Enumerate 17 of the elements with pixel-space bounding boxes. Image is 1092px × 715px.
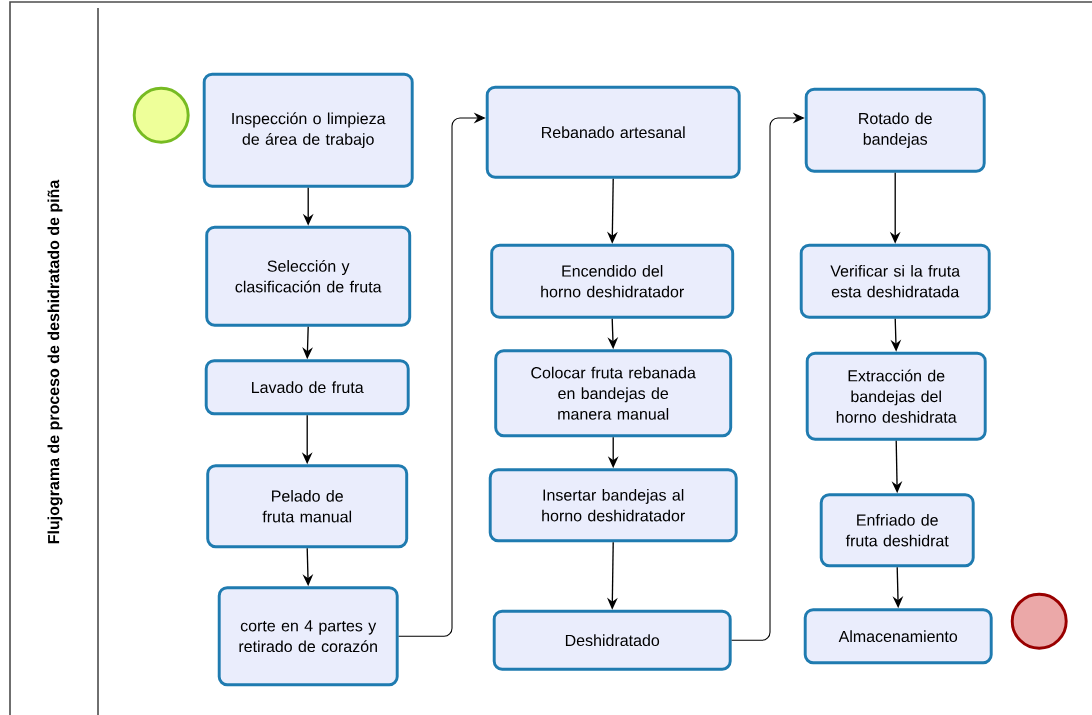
process-box: Enfriado de fruta deshidrat	[819, 493, 975, 568]
end-event-circle	[1010, 592, 1068, 650]
process-box: Colocar fruta rebanada en bandejas de manera manual	[494, 349, 733, 438]
process-box: Verificar si la fruta esta deshidratada	[799, 243, 991, 319]
process-box: Deshidratado	[492, 609, 732, 671]
process-box: Pelado de fruta manual	[206, 464, 409, 549]
process-box: Selección y clasificación de fruta	[205, 225, 412, 327]
process-box: Encendido del horno deshidratador	[490, 243, 735, 319]
process-box: Extracción de bandejas del horno deshidrata	[805, 351, 987, 441]
process-box: Inspección o limpieza de área de trabajo	[202, 72, 414, 188]
process-box: Rotado de bandejas	[804, 87, 986, 173]
process-box: Almacenamiento	[803, 608, 993, 665]
process-box: Lavado de fruta	[204, 359, 410, 416]
process-box: corte en 4 partes y retirado de corazón	[217, 586, 399, 687]
process-box: Rebanado artesanal	[485, 85, 741, 179]
start-event-circle	[132, 86, 190, 144]
process-box: Insertar bandejas al horno deshidratador	[488, 468, 738, 543]
